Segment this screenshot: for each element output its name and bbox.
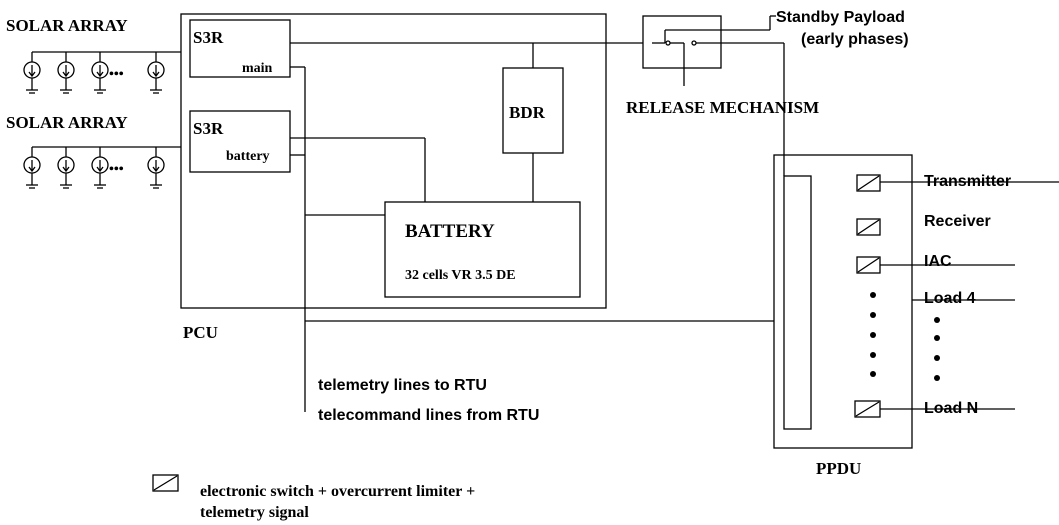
bdr-label: BDR [509,103,546,122]
load-label: Transmitter [924,173,1011,190]
load-transmitter: Transmitter [856,173,1011,192]
legend: electronic switch + overcurrent limiter … [152,474,475,521]
load-label: Load N [924,400,978,417]
solar-array-1-label: SOLAR ARRAY [6,16,128,35]
load-label: Load 4 [924,290,976,307]
solar-array-1: SOLAR ARRAY ••• [6,16,190,94]
load-label: Receiver [924,213,991,230]
load-4: Load 4 [924,290,976,307]
s3r-battery-sub: battery [226,149,270,164]
standby-payload-label-2: (early phases) [801,31,909,48]
legend-line-2: telemetry signal [200,504,309,521]
current-source-icons [23,51,190,94]
battery-label: BATTERY [405,221,495,242]
legend-line-1: electronic switch + overcurrent limiter … [200,483,475,500]
telecommand-label: telecommand lines from RTU [318,407,539,424]
bdr-box [502,67,564,154]
current-source-icons [23,146,190,189]
release-mechanism-label: RELEASE MECHANISM [626,98,819,117]
s3r-main-sub: main [242,61,273,76]
s3r-main-box [189,19,291,78]
ppdu-label: PPDU [816,459,861,478]
ellipsis: ••• [109,162,124,177]
ellipsis-dots [870,292,940,381]
battery-cells-label: 32 cells VR 3.5 DE [405,268,516,283]
pcu-wiring [290,42,784,412]
telemetry-label: telemetry lines to RTU [318,377,487,394]
s3r-main-title: S3R [193,28,224,47]
standby-payload-label-1: Standby Payload [776,9,905,26]
load-label: IAC [924,253,952,270]
load-iac: IAC [856,253,952,274]
load-n: Load N [854,400,978,418]
s3r-battery-title: S3R [193,119,224,138]
ellipsis: ••• [109,67,124,82]
ppdu-bus-bar [783,175,812,430]
release-mechanism: Standby Payload (early phases) RELEASE M… [626,9,909,117]
load-receiver: Receiver [856,213,991,236]
solar-array-2-label: SOLAR ARRAY [6,113,128,132]
battery-box [384,201,581,298]
s3r-battery-box [189,110,291,173]
load-outputs [880,181,1059,410]
pcu-label: PCU [183,323,218,342]
solar-array-2: SOLAR ARRAY ••• [6,113,190,189]
